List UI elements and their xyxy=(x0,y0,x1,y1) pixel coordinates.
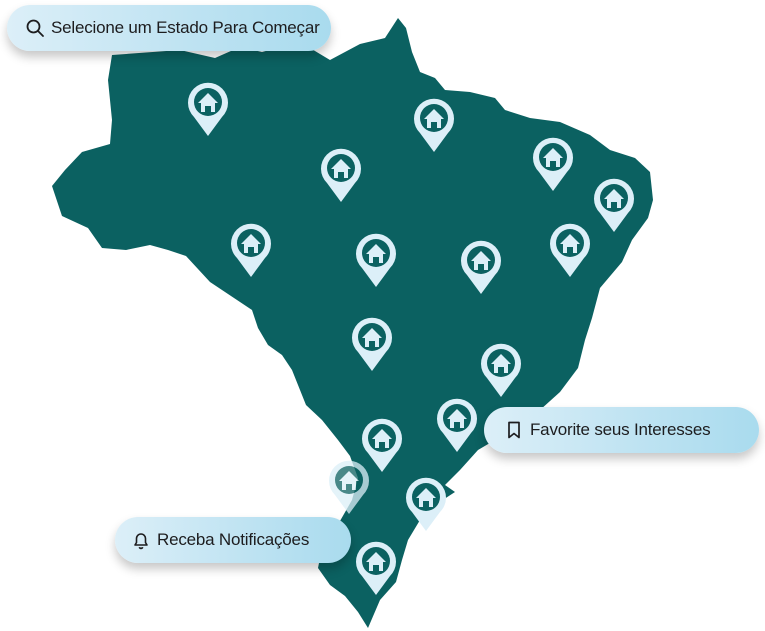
location-pin[interactable] xyxy=(531,136,575,192)
select-state-button[interactable]: Selecione um Estado Para Começar xyxy=(7,5,331,51)
house-pin-icon xyxy=(356,233,396,287)
notifications-button[interactable]: Receba Notificações xyxy=(115,517,351,563)
location-pin[interactable] xyxy=(459,239,503,295)
location-pin[interactable] xyxy=(412,97,456,153)
house-pin-icon xyxy=(356,541,396,595)
bell-icon xyxy=(131,530,151,550)
search-icon xyxy=(25,18,45,38)
location-pin[interactable] xyxy=(319,147,363,203)
location-pin[interactable] xyxy=(354,232,398,288)
location-pin[interactable] xyxy=(548,222,592,278)
location-pin[interactable] xyxy=(350,316,394,372)
location-pin[interactable] xyxy=(327,459,371,515)
house-pin-icon xyxy=(481,343,521,397)
house-pin-icon xyxy=(231,223,271,277)
house-pin-icon xyxy=(414,98,454,152)
house-pin-icon xyxy=(362,418,402,472)
location-pin[interactable] xyxy=(404,476,448,532)
location-pin[interactable] xyxy=(229,222,273,278)
location-pin[interactable] xyxy=(354,540,398,596)
house-pin-icon xyxy=(437,398,477,452)
location-pin[interactable] xyxy=(360,417,404,473)
house-pin-icon xyxy=(329,460,369,514)
house-pin-icon xyxy=(188,82,228,136)
brazil-map-shape xyxy=(52,18,653,628)
favorite-interests-label: Favorite seus Interesses xyxy=(530,420,711,439)
house-pin-icon xyxy=(550,223,590,277)
house-pin-icon xyxy=(594,178,634,232)
select-state-label: Selecione um Estado Para Começar xyxy=(51,18,320,37)
house-pin-icon xyxy=(406,477,446,531)
house-pin-icon xyxy=(352,317,392,371)
house-pin-icon xyxy=(533,137,573,191)
favorite-interests-button[interactable]: Favorite seus Interesses xyxy=(484,407,759,453)
location-pin[interactable] xyxy=(186,81,230,137)
location-pin[interactable] xyxy=(479,342,523,398)
location-pin[interactable] xyxy=(435,397,479,453)
notifications-label: Receba Notificações xyxy=(157,530,310,549)
bookmark-icon xyxy=(504,420,524,440)
house-pin-icon xyxy=(321,148,361,202)
location-pin[interactable] xyxy=(592,177,636,233)
house-pin-icon xyxy=(461,240,501,294)
